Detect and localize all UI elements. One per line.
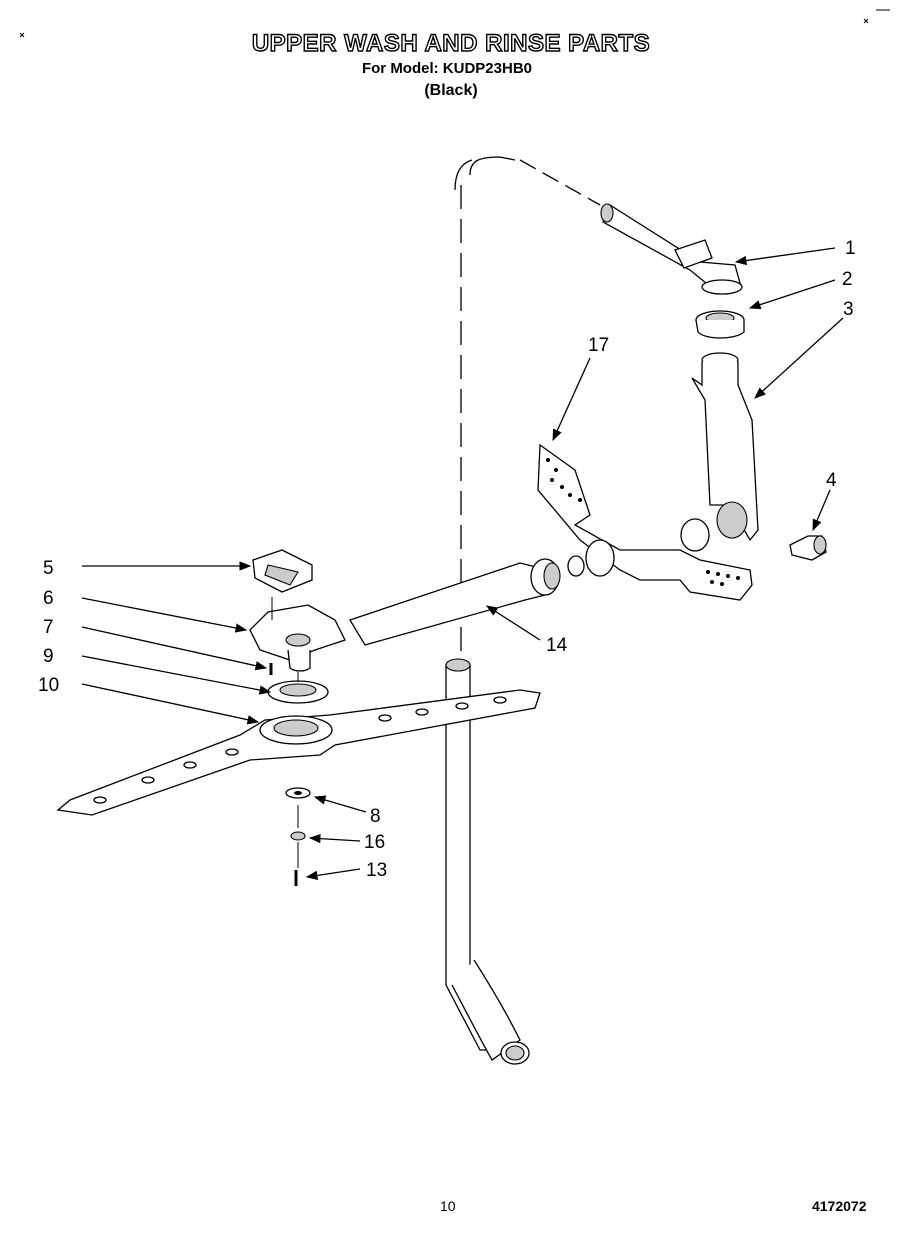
callout-14: 14 — [546, 635, 568, 656]
callout-1: 1 — [845, 238, 856, 259]
page-number: 10 — [440, 1198, 456, 1214]
callout-9: 9 — [43, 646, 54, 667]
document-number: 4172072 — [812, 1198, 867, 1214]
spray-arm — [56, 680, 541, 816]
model-line: For Model: KUDP23HB0 — [361, 60, 533, 77]
callout-8: 8 — [370, 806, 381, 827]
callout-4: 4 — [826, 470, 837, 491]
upper-pipe-elbow — [600, 203, 743, 295]
callout-5: 5 — [43, 558, 54, 579]
callout-13: 13 — [366, 860, 387, 881]
callout-2: 2 — [842, 269, 853, 290]
variant-label: (Black) — [424, 82, 478, 99]
callout-10: 10 — [38, 675, 59, 696]
corner-marks — [19, 9, 890, 38]
callout-labels: 1 2 3 4 5 6 7 9 10 14 17 8 16 13 — [38, 238, 856, 881]
leader-lines — [81, 247, 844, 881]
bearing-clip — [249, 549, 346, 675]
callout-7: 7 — [43, 617, 54, 638]
seal-ring — [695, 310, 745, 339]
callout-17: 17 — [588, 335, 609, 356]
callout-6: 6 — [43, 588, 54, 609]
page-title: UPPER WASH AND RINSE PARTS — [251, 29, 651, 57]
feed-tube — [445, 156, 601, 1065]
end-cap — [789, 535, 827, 561]
manifold-assembly — [537, 352, 759, 601]
lower-fasteners — [271, 597, 311, 886]
callout-3: 3 — [843, 299, 854, 320]
callout-16: 16 — [364, 832, 385, 853]
supply-tube — [349, 558, 561, 646]
